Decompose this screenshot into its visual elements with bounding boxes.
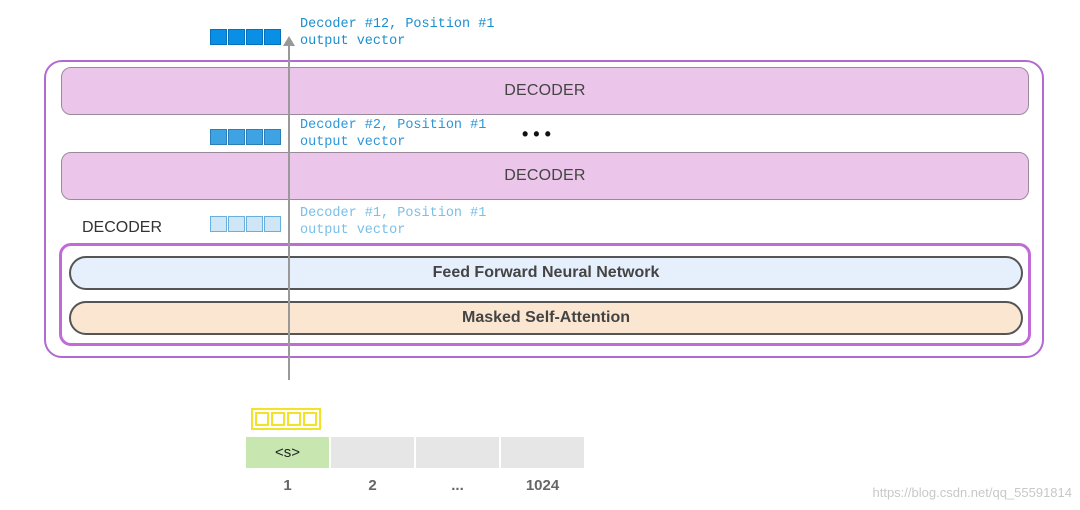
decoder-stack [44,60,1044,358]
token-slot [501,437,584,468]
caption-line: Decoder #1, Position #1 [300,206,487,221]
decoder-label: DECODER [504,82,586,99]
feed-forward-label: Feed Forward Neural Network [432,264,660,281]
caption-line: Decoder #12, Position #1 [300,17,495,32]
position-label: 1024 [525,477,560,494]
output-vector-decoder-1 [210,216,282,232]
masked-self-attention-label: Masked Self-Attention [461,309,630,326]
watermark: https://blog.csdn.net/qq_55591814 [872,485,1073,500]
position-label: 1 [283,477,292,494]
output-vector-decoder-12 [210,29,282,45]
ellipsis-dots: • • • [522,124,551,144]
token-label: <s> [274,444,301,461]
decoder-block-middle: DECODER [61,152,1029,200]
token-slot [416,437,499,468]
decoder-label: DECODER [504,167,586,184]
token-start: <s> [246,437,329,468]
position-label: ... [451,477,464,494]
expanded-decoder-label: DECODER [82,219,163,236]
output-caption-decoder-1: Decoder #1, Position #1 output vector [300,205,486,239]
flow-arrow-head [283,36,295,46]
output-vector-decoder-2 [210,129,282,145]
masked-self-attention-layer: Masked Self-Attention [69,301,1023,335]
caption-line: output vector [300,34,406,49]
decoder-block-expanded [59,243,1031,346]
input-vector [251,408,321,430]
feed-forward-layer: Feed Forward Neural Network [69,256,1023,290]
token-slot [331,437,414,468]
output-caption-decoder-2: Decoder #2, Position #1 output vector [300,117,486,151]
decoder-block-top: DECODER [61,67,1029,115]
position-label: 2 [368,477,377,494]
flow-arrow-shaft [288,44,290,380]
caption-line: output vector [300,135,406,150]
output-caption-decoder-12: Decoder #12, Position #1 output vector [300,16,494,50]
caption-line: output vector [300,223,406,238]
caption-line: Decoder #2, Position #1 [300,118,487,133]
